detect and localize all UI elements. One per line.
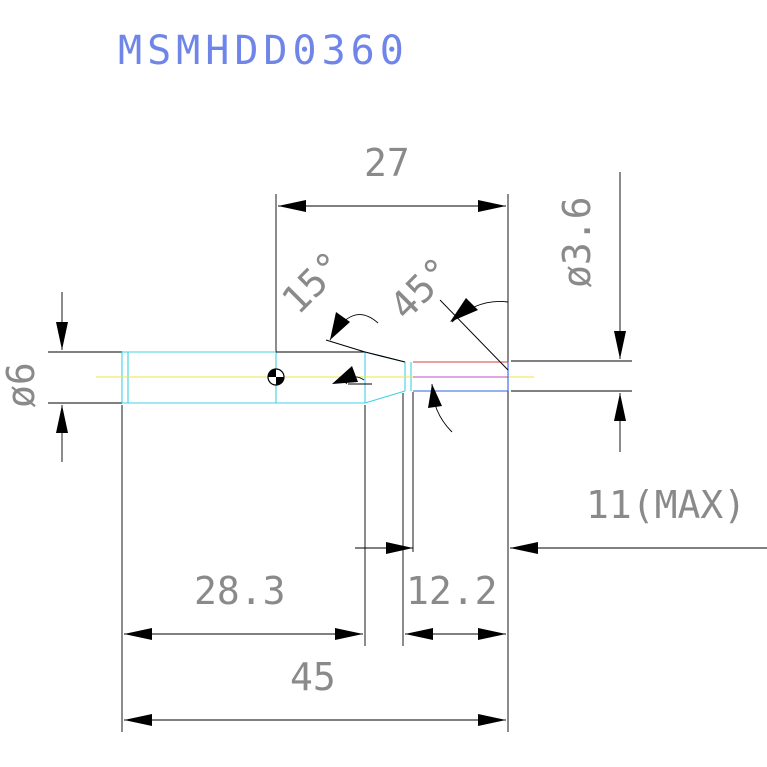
dimension-27-text: 27 [364,141,410,185]
dimension-12-2: 12.2 [402,393,509,732]
angle-45: 45° [381,249,509,433]
dimension-shank-diameter: ø6 [0,292,122,462]
shank-length-text: 28.3 [194,569,286,613]
overall-length-text: 45 [290,655,336,699]
dimension-28-3: 28.3 [121,405,366,732]
tip-diameter-text: ø3.6 [555,196,599,288]
dimension-11max: 11(MAX) [355,392,767,554]
shank-diameter-text: ø6 [0,362,43,408]
datum-symbol [267,368,285,386]
angle-45-text: 45° [381,249,461,329]
angle-15: 15° [273,243,379,385]
dimension-27: 27 [275,141,509,545]
dimension-45: 45 [124,655,506,726]
max-length-text: 11(MAX) [586,483,746,527]
angle-15-text: 15° [273,243,353,323]
part-number-title: MSMHDD0360 [118,28,409,74]
tip-outline [413,361,509,392]
tip-length-text: 12.2 [406,569,498,613]
dimension-tip-diameter: ø3.6 [511,172,632,452]
